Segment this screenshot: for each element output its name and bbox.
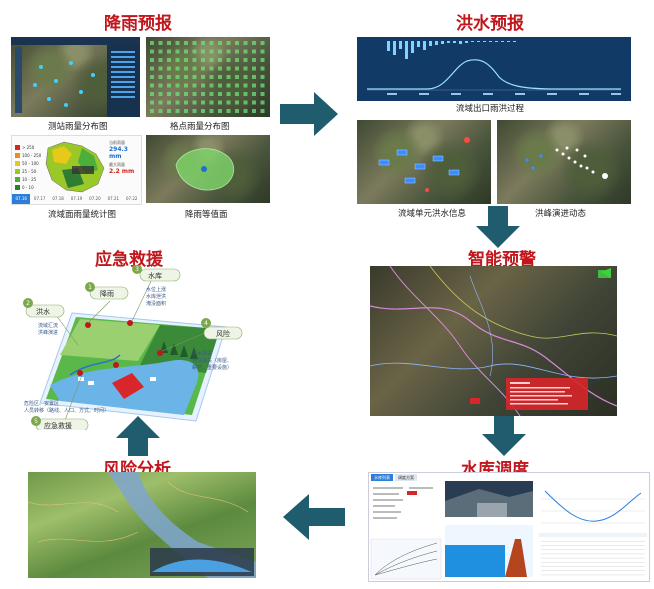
label-risk: 风险: [216, 329, 230, 338]
flood-forecast-title: 洪水预报: [456, 14, 524, 34]
step-number: 1: [88, 284, 92, 291]
date-tab[interactable]: 07.18: [52, 196, 64, 201]
date-tab-bar: 07.16 07.17 07.18 07.19 07.20 07.21 07.2…: [12, 194, 141, 204]
unit-flood-caption: 流域单元洪水信息: [398, 209, 467, 219]
note-risk-2: 淹没损失（房屋、: [192, 357, 232, 364]
arrow-down-icon: [476, 206, 520, 248]
tab-dispatch-plan[interactable]: 调度方案: [395, 474, 417, 481]
note-reservoir-3: 淹没面积: [146, 300, 166, 307]
isoline-caption: 降雨等值面: [185, 210, 228, 220]
rescue-scenario-diagram: 1 2 3 4 5 降雨 洪水 水库 风险 应急救援 流域汇流 洪峰演进 水位上…: [20, 265, 250, 430]
label-rain: 降雨: [100, 289, 114, 298]
label-rescue: 应急救援: [44, 421, 72, 430]
basin-rainfall-map: > 250 100 - 250 50 - 100 25 - 50 10 - 25…: [11, 135, 142, 205]
emergency-rescue-title: 应急救援: [95, 250, 163, 270]
arrow-right-icon: [280, 92, 338, 136]
note-rescue-1: 危险区、安置区: [24, 400, 59, 407]
arrow-down-icon: [482, 416, 526, 456]
grid-rainfall-caption: 格点雨量分布图: [170, 122, 230, 132]
tab-reservoir-list[interactable]: 水库列表: [371, 474, 393, 481]
rainfall-stats: 当前雨量 294.3 mm 最大雨量 2.2 mm: [109, 140, 135, 175]
note-risk-1: 洪水演进: [192, 350, 212, 357]
label-reservoir: 水库: [148, 271, 162, 280]
step-number: 3: [135, 266, 139, 273]
reservoir-tabs: 水库列表 调度方案: [371, 474, 443, 481]
date-tab[interactable]: 07.22: [126, 196, 138, 201]
rain-forecast-title: 降雨预报: [104, 14, 172, 34]
basin-rainfall-caption: 流域面雨量统计图: [48, 210, 117, 220]
note-flood-1: 流域汇流: [38, 322, 58, 329]
flood-peak-caption: 洪峰演进动态: [535, 209, 587, 219]
date-tab[interactable]: 07.17: [33, 196, 46, 201]
note-reservoir-1: 水位上涨: [146, 286, 166, 293]
note-flood-2: 洪峰演进: [38, 329, 58, 336]
outlet-hydrograph-chart: [357, 37, 631, 101]
unit-flood-map: [357, 120, 491, 204]
rainfall-isoline-map: [146, 135, 270, 203]
note-rescue-2: 人员转移（路线、人口、方式、时间）: [24, 407, 109, 414]
station-rainfall-caption: 测站雨量分布图: [48, 122, 108, 132]
rainfall-legend: > 250 100 - 250 50 - 100 25 - 50 10 - 25…: [15, 143, 41, 191]
date-tab[interactable]: 07.20: [89, 196, 101, 201]
step-number: 5: [34, 418, 38, 425]
label-flood: 洪水: [36, 307, 50, 316]
note-reservoir-2: 水库泄洪: [146, 293, 166, 300]
flood-peak-map: [497, 120, 631, 204]
note-risk-3: 耕地、重要设施）: [192, 364, 232, 371]
smart-warning-title: 智能预警: [468, 250, 536, 270]
arrow-left-icon: [283, 494, 345, 540]
step-number: 4: [204, 320, 208, 327]
risk-analysis-map: [28, 472, 256, 578]
date-tab-active[interactable]: 07.16: [12, 194, 31, 204]
hydrograph-caption: 流域出口雨洪过程: [456, 104, 525, 114]
step-number: 2: [26, 300, 30, 307]
arrow-up-icon: [116, 416, 160, 456]
warning-map: [370, 266, 617, 416]
grid-rainfall-map: [146, 37, 270, 117]
date-tab[interactable]: 07.19: [70, 196, 83, 201]
date-tab[interactable]: 07.21: [107, 196, 120, 201]
station-rainfall-map: [11, 37, 140, 117]
reservoir-dispatch-panel: 水库列表 调度方案: [368, 472, 650, 582]
